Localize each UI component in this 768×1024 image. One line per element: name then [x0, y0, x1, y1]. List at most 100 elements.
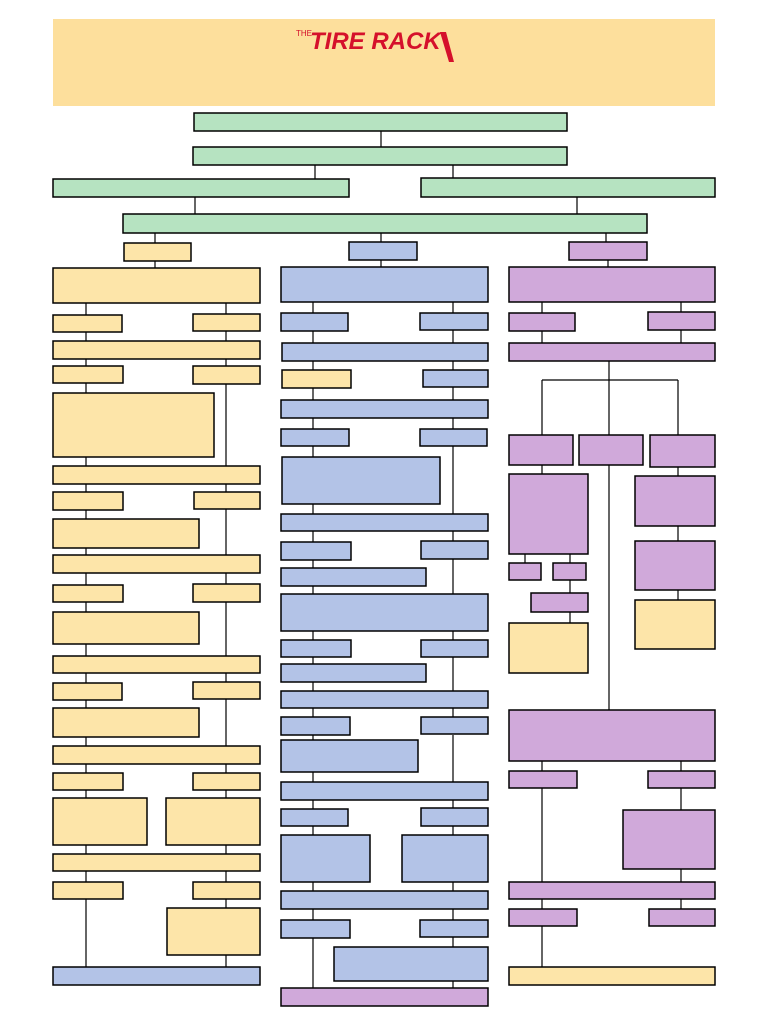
flow-box-b2-right — [419, 312, 489, 331]
flow-box-p5-left — [508, 473, 589, 555]
header-banner — [53, 19, 715, 106]
flow-box-y19-left — [52, 881, 124, 900]
flow-box-b7 — [281, 456, 441, 505]
flow-box-p-head — [568, 241, 648, 261]
flow-box-b6-left — [280, 428, 350, 447]
flow-box-p13-right — [648, 908, 716, 927]
flow-box-y9 — [52, 554, 261, 574]
flow-box-y18 — [52, 853, 261, 872]
flow-box-y7-right — [193, 491, 261, 510]
flow-box-y13-left — [52, 682, 123, 701]
flow-box-y-end — [52, 966, 261, 986]
flow-box-b10 — [280, 567, 427, 587]
flow-box-b15-right — [420, 716, 489, 735]
flow-box-y20 — [166, 907, 261, 956]
flow-box-y6 — [52, 465, 261, 485]
flow-box-p6-a — [508, 562, 542, 581]
flow-box-b11 — [280, 593, 489, 632]
flow-box-g1 — [193, 112, 568, 132]
flow-box-p6-b — [552, 562, 587, 581]
flow-box-p10-left — [508, 770, 578, 789]
logo-prefix: THE — [296, 29, 312, 38]
flow-box-g2 — [192, 146, 568, 166]
flow-box-b21-left — [280, 919, 351, 939]
flow-box-p7 — [530, 592, 589, 613]
flow-box-y13-right — [192, 681, 261, 700]
flow-box-b1 — [280, 266, 489, 303]
flow-box-b12-right — [420, 639, 489, 658]
flow-box-y11 — [52, 611, 200, 645]
flow-box-b21-right — [419, 919, 489, 938]
flow-box-b13 — [280, 663, 427, 683]
flow-box-b15-left — [280, 716, 351, 736]
logo-wordmark: TIRE RACK — [310, 28, 442, 55]
flow-box-y2-right — [192, 313, 261, 332]
flow-box-p8-right — [634, 599, 716, 650]
flow-box-b-end — [280, 987, 489, 1007]
flow-box-b22 — [333, 946, 489, 982]
flow-box-y4-right — [192, 365, 261, 385]
flow-box-b14 — [280, 690, 489, 709]
flow-box-y5 — [52, 392, 215, 458]
flow-box-y1 — [52, 267, 261, 304]
connector-lines — [85, 131, 682, 988]
flow-box-b18-right — [420, 807, 489, 827]
flow-box-p5-right — [634, 475, 716, 527]
flow-box-y4-left — [52, 365, 124, 384]
flow-box-b4-right — [422, 369, 489, 388]
flow-box-b2-left — [280, 312, 349, 332]
flow-box-y19-right — [192, 881, 261, 900]
flow-box-g3-right — [420, 177, 716, 198]
tire-rack-logo: THE TIRE RACK — [296, 28, 454, 62]
flow-box-p2-right — [647, 311, 716, 331]
flow-box-y2-left — [52, 314, 123, 333]
flow-box-p-end — [508, 966, 716, 986]
flow-box-b4-left — [281, 369, 352, 389]
flow-box-p12 — [508, 881, 716, 900]
flowchart-boxes — [52, 112, 716, 1007]
flow-box-b16 — [280, 739, 419, 773]
flow-box-p2-left — [508, 312, 576, 332]
flow-box-b19-left — [280, 834, 371, 883]
flow-box-p10-right — [647, 770, 716, 789]
flow-box-y16-left — [52, 772, 124, 791]
flow-box-b6-right — [419, 428, 488, 447]
flow-box-p4-left — [508, 434, 574, 466]
flow-box-y15 — [52, 745, 261, 765]
flow-box-y10-left — [52, 584, 124, 603]
flow-box-b18-left — [280, 808, 349, 827]
flow-box-b8 — [280, 513, 489, 532]
flow-box-b9-right — [420, 540, 489, 560]
flow-box-y3 — [52, 340, 261, 360]
flow-box-g4 — [122, 213, 648, 234]
logo-swoosh — [440, 32, 454, 62]
flow-box-g3-left — [52, 178, 350, 198]
flow-box-y8 — [52, 518, 200, 549]
flow-box-b17 — [280, 781, 489, 801]
flow-box-b9-left — [280, 541, 352, 561]
flow-box-y12 — [52, 655, 261, 674]
flow-box-p13-left — [508, 908, 578, 927]
flow-box-y7-left — [52, 491, 124, 511]
flow-box-b3 — [281, 342, 489, 362]
flow-box-b19-right — [401, 834, 489, 883]
flow-box-b-head — [348, 241, 418, 261]
flow-box-p8-left — [508, 622, 589, 674]
flow-box-y16-right — [192, 772, 261, 791]
flow-box-p3 — [508, 342, 716, 362]
flow-box-p4-right — [649, 434, 716, 468]
flow-box-p6-right — [634, 540, 716, 591]
flow-box-y10-right — [192, 583, 261, 603]
flow-box-y17-right — [165, 797, 261, 846]
flow-box-p4-mid — [578, 434, 644, 466]
flow-box-y14 — [52, 707, 200, 738]
flow-box-b20 — [280, 890, 489, 910]
flow-box-p9 — [508, 709, 716, 762]
flow-box-y17-left — [52, 797, 148, 846]
flow-box-y-head — [123, 242, 192, 262]
flow-box-b12-left — [280, 639, 352, 658]
flow-box-p11 — [622, 809, 716, 870]
flow-box-b5 — [280, 399, 489, 419]
flow-box-p1 — [508, 266, 716, 303]
